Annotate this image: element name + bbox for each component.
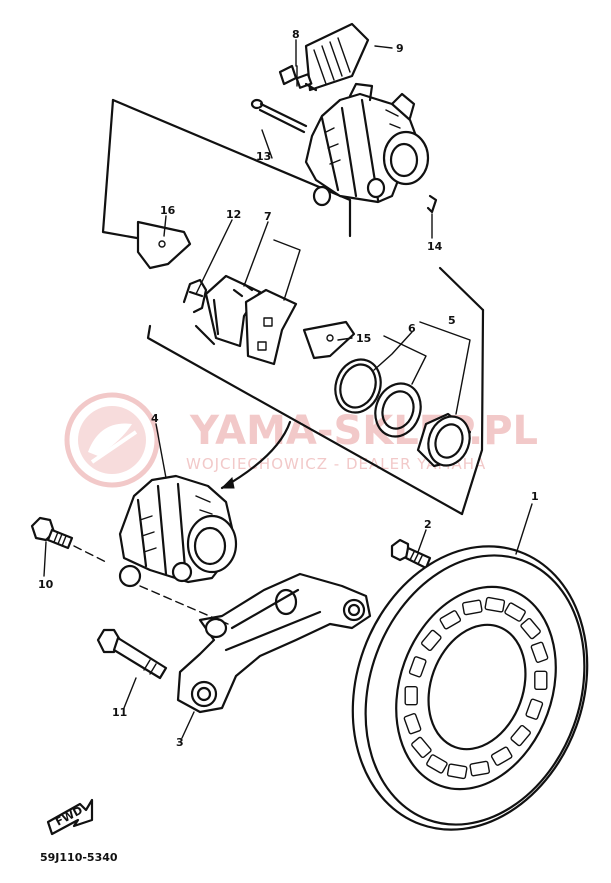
callout-11: 11 xyxy=(112,706,127,719)
disc-vent-hole xyxy=(520,617,541,640)
callout-4: 4 xyxy=(151,412,159,425)
brake-disc xyxy=(351,545,589,831)
disc-vent-hole xyxy=(426,754,448,774)
arrow-head xyxy=(220,476,235,489)
disc-vent-hole xyxy=(404,686,418,706)
pad-spring xyxy=(182,278,208,314)
caliper-assembly-top xyxy=(304,82,430,207)
pad-shim-15 xyxy=(302,320,356,360)
disc-vent-hole xyxy=(530,641,549,663)
pad-shim-16 xyxy=(136,220,192,270)
dust-seal xyxy=(374,382,422,438)
disc-vent-hole xyxy=(484,596,506,613)
callout-8: 8 xyxy=(292,28,300,41)
caliper-cover xyxy=(304,22,370,92)
caliper-bracket xyxy=(176,572,372,714)
callout-14: 14 xyxy=(427,240,443,253)
fwd-arrow: FWD xyxy=(46,798,94,836)
disc-vent-hole xyxy=(403,713,422,735)
disc-vent-holes xyxy=(403,596,549,780)
callout-1: 1 xyxy=(531,490,539,503)
callout-7: 7 xyxy=(264,210,272,223)
diagram-code: 59J110-5340 xyxy=(40,851,118,864)
alignment-line-bracket xyxy=(139,585,229,625)
disc-vent-hole xyxy=(534,670,548,690)
callout-6: 6 xyxy=(408,322,416,335)
piston-seal xyxy=(334,358,382,414)
disc-vent-hole xyxy=(525,698,544,720)
disc-vent-hole xyxy=(411,736,432,759)
callout-16: 16 xyxy=(160,204,176,217)
pad-pin xyxy=(250,98,308,134)
bolt-10 xyxy=(30,516,74,550)
caliper-4 xyxy=(118,474,238,588)
watermark-dealer: WOJCIECHOWICZ - DEALER YAMAHA xyxy=(186,455,486,473)
callout-2: 2 xyxy=(424,518,432,531)
disc-vent-hole xyxy=(462,599,483,616)
pad-clip xyxy=(426,194,438,214)
bolt-2 xyxy=(390,538,432,570)
callout-labels: 9 8 13 14 16 12 7 15 6 5 4 2 10 1 11 3 xyxy=(38,28,539,749)
callout-10: 10 xyxy=(38,578,54,591)
disc-vent-hole xyxy=(439,610,462,630)
callout-leaders xyxy=(43,39,533,739)
disc-vent-hole xyxy=(504,602,526,622)
kit-bracket-frame xyxy=(101,98,485,516)
callout-9: 9 xyxy=(396,42,404,55)
callout-12: 12 xyxy=(226,208,241,221)
disc-vent-hole xyxy=(469,760,490,777)
callout-13: 13 xyxy=(256,150,271,163)
disc-vent-hole xyxy=(408,656,427,678)
brake-pad-kit xyxy=(194,274,298,366)
alignment-line-10 xyxy=(73,545,107,563)
watermark: YAMA-SKLEP.PL WOJCIECHOWICZ - DEALER YAM… xyxy=(64,392,538,488)
callout-5: 5 xyxy=(448,314,456,327)
disc-vent-hole xyxy=(490,746,513,766)
watermark-logo xyxy=(64,392,160,488)
disc-vent-hole xyxy=(446,763,468,780)
disc-vent-hole xyxy=(510,724,531,747)
watermark-brand: YAMA-SKLEP.PL xyxy=(189,408,538,454)
callout-3: 3 xyxy=(176,736,184,749)
bolt-11 xyxy=(96,628,168,680)
bleed-screw xyxy=(278,64,318,92)
piston xyxy=(416,412,472,468)
disc-vent-hole xyxy=(421,629,442,652)
callout-15: 15 xyxy=(356,332,371,345)
